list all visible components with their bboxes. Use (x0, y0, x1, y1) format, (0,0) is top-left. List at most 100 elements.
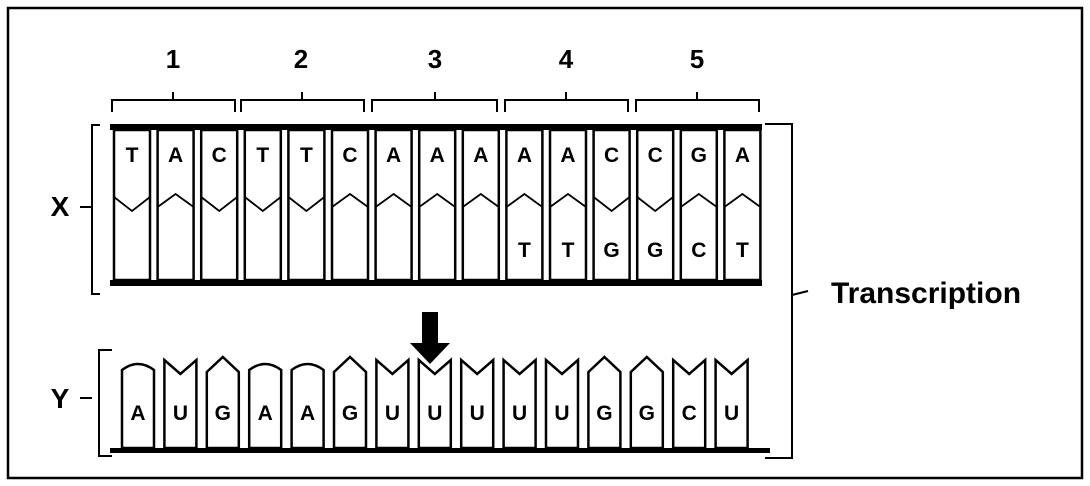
rna-base: A (258, 402, 273, 425)
codon-number: 2 (294, 44, 308, 74)
dna-nucleotide: A (156, 128, 195, 282)
dna-template-base: A (517, 144, 532, 167)
dna-complement-base: C (691, 239, 706, 262)
dna-nucleotide: T (112, 128, 152, 282)
dna-template-base: A (430, 144, 445, 167)
dna-nucleotide: GC (679, 128, 719, 282)
rna-nucleotide: G (629, 355, 665, 450)
rna-nucleotide: U (502, 357, 537, 450)
base-pair-junction (723, 192, 761, 208)
dna-template-base: C (212, 144, 227, 167)
dna-bottom-backbone (110, 280, 762, 286)
rna-left-bracket (98, 349, 112, 457)
rna-nucleotide: C (671, 357, 707, 450)
rna-base: U (512, 402, 527, 425)
dna-template-base: T (300, 144, 313, 167)
codon-bracket (240, 92, 365, 112)
dna-template-base: A (560, 144, 575, 167)
dna-nucleotide: A (417, 128, 457, 282)
base-pair-junction (113, 196, 151, 213)
rna-nucleotide: G (205, 355, 241, 450)
codon-bracket (111, 92, 236, 112)
dna-top-backbone (110, 124, 762, 130)
rna-nucleotide: U (375, 357, 410, 450)
rna-nucleotide: U (544, 357, 580, 450)
dna-nucleotide: C (199, 128, 239, 282)
rna-nucleotide: A (290, 362, 325, 450)
rna-nucleotide: U (714, 357, 749, 450)
codon-bracket (504, 92, 629, 112)
dna-nucleotide: AT (505, 128, 544, 282)
base-pair-junction (287, 196, 325, 213)
dna-complement-base: G (647, 239, 663, 262)
rna-base: U (554, 402, 569, 425)
dna-nucleotide: A (461, 128, 501, 282)
codon-number: 4 (559, 44, 574, 74)
base-pair-junction (375, 192, 413, 208)
dna-complement-base: T (562, 239, 575, 262)
rna-nucleotide: U (417, 357, 453, 450)
dna-template-base: C (604, 144, 619, 167)
dna-complement-base: G (603, 239, 619, 262)
dna-template-base: A (473, 144, 488, 167)
rna-nucleotide: A (247, 362, 283, 450)
codon-bracket (371, 92, 498, 112)
codon-number: 5 (690, 44, 704, 74)
rna-nucleotide: U (459, 357, 495, 450)
rna-nucleotide: U (163, 357, 198, 450)
base-pair-junction (680, 192, 718, 208)
dna-nucleotide: A (374, 128, 413, 282)
rna-base: U (173, 402, 188, 425)
rna-base: A (300, 402, 315, 425)
base-pair-junction (331, 192, 369, 208)
dna-complement-base: T (518, 239, 531, 262)
rna-base: A (130, 402, 145, 425)
rna-base: U (385, 402, 400, 425)
base-pair-junction (505, 192, 543, 208)
dna-template-base: G (691, 144, 707, 167)
rna-backbone (110, 448, 770, 453)
rna-base: U (470, 402, 485, 425)
rna-base: G (596, 402, 612, 425)
dna-template-base: A (386, 144, 401, 167)
dna-template-base: C (648, 144, 663, 167)
rna-base: U (427, 402, 442, 425)
dna-nucleotide: T (287, 128, 326, 282)
rna-nucleotide: G (587, 355, 622, 450)
transcription-brace (765, 123, 809, 459)
dna-complement-base: T (736, 239, 749, 262)
rna-base: G (215, 402, 231, 425)
dna-nucleotide: T (243, 128, 283, 282)
dna-label: X (51, 191, 70, 222)
rna-base: G (342, 402, 358, 425)
base-pair-junction (157, 192, 195, 208)
rna-base: C (682, 402, 697, 425)
dna-template-base: T (256, 144, 269, 167)
dna-template-base: C (342, 144, 357, 167)
dna-nucleotide: C (330, 128, 370, 282)
outer-frame (6, 6, 1084, 480)
base-pair-junction (418, 192, 456, 208)
dna-template-base: T (126, 144, 139, 167)
codon-number: 1 (166, 44, 180, 74)
dna-nucleotide: AT (723, 128, 762, 282)
rna-base: G (639, 402, 655, 425)
down-arrow-icon (410, 312, 450, 364)
dna-template-base: A (735, 144, 750, 167)
base-pair-junction (549, 192, 587, 208)
codon-brackets (111, 92, 760, 112)
codon-numbers: 1 2 3 4 5 (166, 44, 704, 74)
dna-nucleotide: CG (635, 128, 675, 282)
dna-nucleotide: CG (592, 128, 631, 282)
dna-left-bracket (91, 124, 100, 295)
base-pair-junction (636, 196, 674, 213)
dna-template-base: A (168, 144, 183, 167)
codon-number: 3 (428, 44, 442, 74)
rna-base: U (724, 402, 739, 425)
codon-bracket (635, 92, 760, 112)
base-pair-junction (593, 196, 631, 213)
rna-label: Y (51, 383, 70, 414)
dna-nucleotide: AT (548, 128, 588, 282)
